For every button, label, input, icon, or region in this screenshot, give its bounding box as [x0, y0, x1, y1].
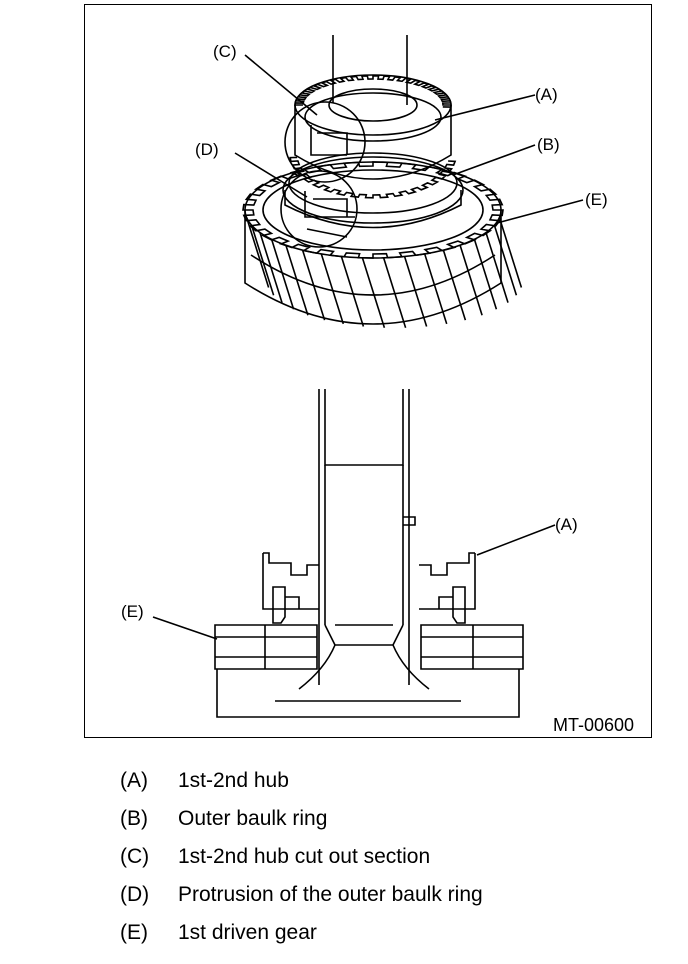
- helical-tooth: [498, 217, 523, 288]
- detail-circle-c: [284, 101, 366, 183]
- detail-circle-d: [280, 170, 358, 248]
- legend-text: 1st-2nd hub cut out section: [178, 845, 431, 868]
- legend-item: (E) 1st driven gear: [120, 914, 640, 952]
- callout-d-top: (D): [195, 140, 219, 159]
- leader-a-top: [434, 94, 536, 121]
- helical-tooth: [270, 239, 295, 310]
- callout-e-top: (E): [585, 190, 608, 209]
- gear-assembly-drawing: (C) (A) (D) (B) (E) (A) (E) MT-00600: [121, 35, 634, 735]
- legend-item: (A) 1st-2nd hub: [120, 762, 640, 800]
- callout-a-bottom: (A): [555, 515, 578, 534]
- legend-key: (A): [120, 769, 148, 792]
- callout-e-bottom: (E): [121, 602, 144, 621]
- hub-a: [289, 74, 457, 199]
- leader-d: [234, 152, 308, 198]
- helical-tooth: [403, 256, 428, 327]
- legend-key: (D): [120, 883, 150, 906]
- helical-tooth: [473, 239, 498, 310]
- leader-e-top: [496, 199, 584, 224]
- helical-tooth: [245, 217, 270, 288]
- helical-tooth: [320, 253, 345, 325]
- callout-b-top: (B): [537, 135, 560, 154]
- cross-section-drawing: [214, 389, 524, 718]
- callout-a-top: (A): [535, 85, 558, 104]
- leader-b: [452, 144, 536, 176]
- figure-id: MT-00600: [553, 715, 634, 735]
- callout-c-top: (C): [213, 42, 237, 61]
- helical-tooth: [382, 257, 407, 329]
- helical-tooth: [423, 253, 448, 325]
- legend-text: 1st-2nd hub: [178, 769, 289, 792]
- legend-list: (A) 1st-2nd hub (B) Outer baulk ring (C)…: [120, 762, 640, 952]
- helical-tooth: [485, 232, 509, 303]
- legend-key: (C): [120, 845, 150, 868]
- helical-tooth: [442, 249, 467, 321]
- shaft-upper: [332, 35, 408, 105]
- legend-text: 1st driven gear: [178, 921, 317, 944]
- helical-tooth: [250, 225, 275, 296]
- leader-c: [244, 54, 318, 116]
- leader-a-bottom: [476, 524, 556, 556]
- legend-text: Protrusion of the outer baulk ring: [178, 883, 483, 906]
- leader-e-bottom: [152, 616, 218, 640]
- diagram-frame: (C) (A) (D) (B) (E) (A) (E) MT-00600: [84, 4, 652, 738]
- legend-key: (E): [120, 921, 148, 944]
- helical-tooth: [493, 225, 518, 296]
- driven-gear-e: [242, 161, 523, 329]
- legend-item: (B) Outer baulk ring: [120, 800, 640, 838]
- legend-key: (B): [120, 807, 148, 830]
- legend-item: (D) Protrusion of the outer baulk ring: [120, 876, 640, 914]
- helical-tooth: [459, 244, 483, 316]
- legend-text: Outer baulk ring: [178, 807, 328, 830]
- outer-baulk-ring-b: [282, 152, 464, 229]
- helical-tooth: [340, 256, 365, 327]
- helical-tooth: [361, 257, 386, 329]
- legend-item: (C) 1st-2nd hub cut out section: [120, 838, 640, 876]
